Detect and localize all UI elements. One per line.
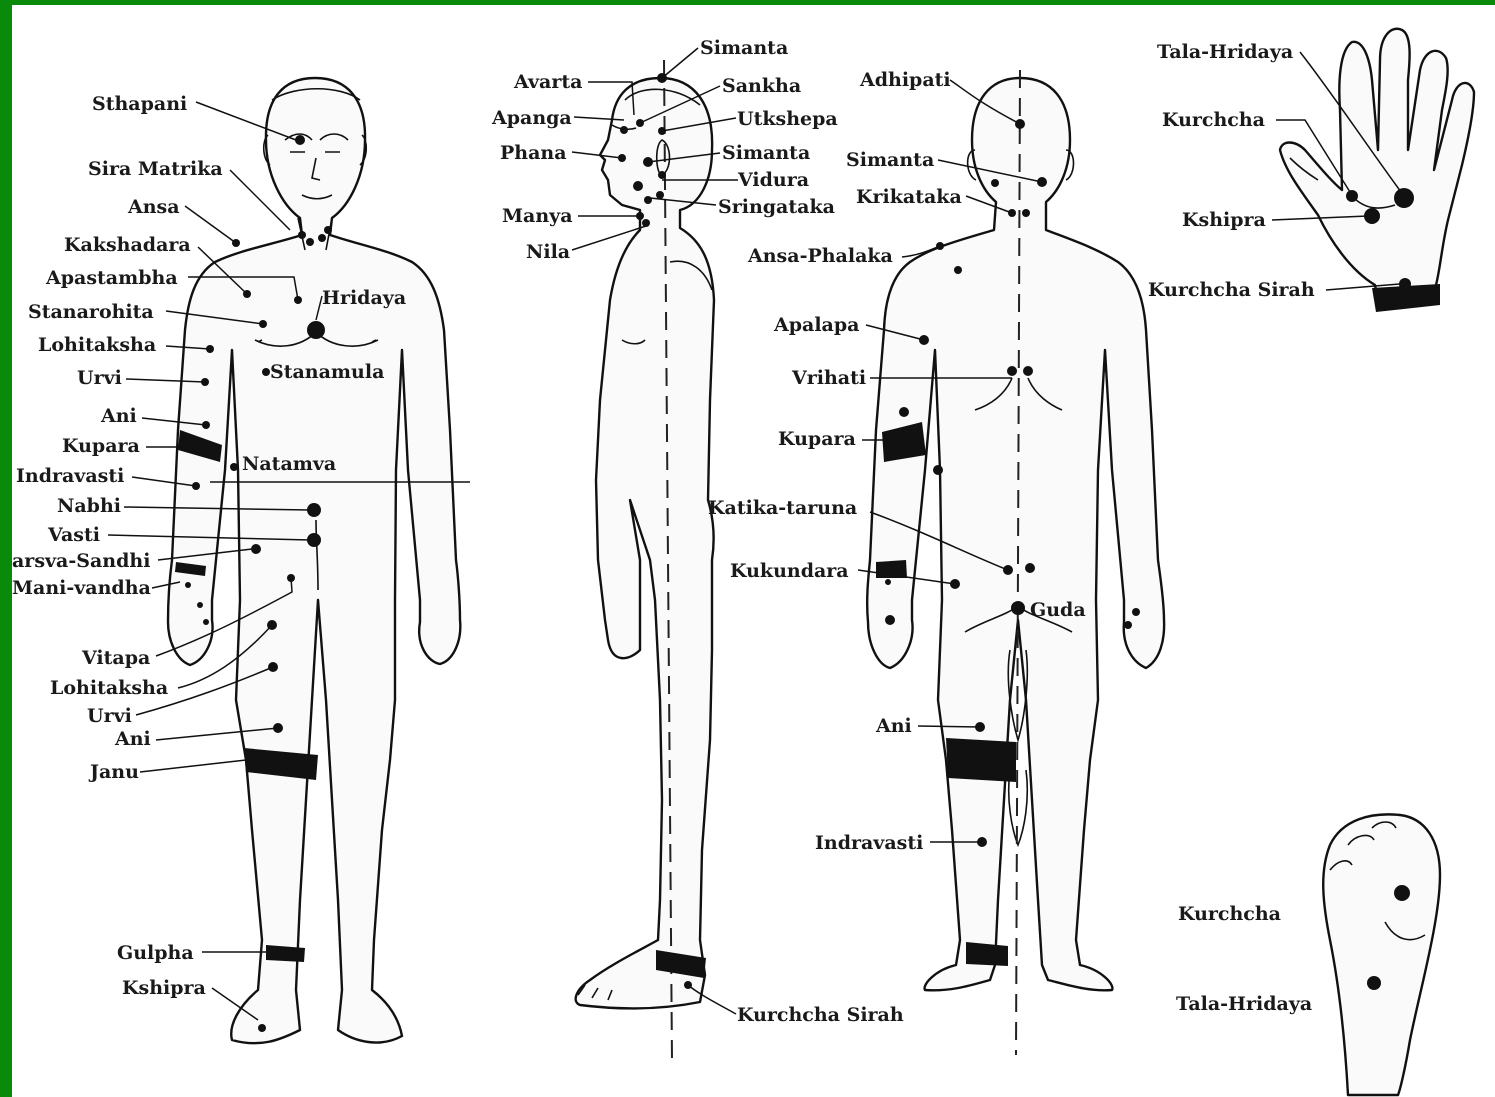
label-manya: Manya: [502, 205, 573, 227]
label-janu: Janu: [88, 761, 139, 783]
label-apastambha: Apastambha: [45, 267, 178, 289]
label-apalapa: Apalapa: [773, 314, 859, 336]
label-mani-vandha: Mani-vandha: [12, 577, 151, 599]
label-vitapa: Vitapa: [81, 647, 150, 669]
label-kurchcha-sirah-side: Kurchcha Sirah: [737, 1004, 904, 1026]
label-kupara-back: Kupara: [778, 428, 856, 450]
label-sthapani: Sthapani: [92, 93, 187, 115]
label-kurchcha-foot: Kurchcha: [1178, 903, 1281, 925]
label-vasti: Vasti: [47, 524, 100, 546]
label-kukundara: Kukundara: [730, 560, 849, 582]
label-tala-hridaya-foot: Tala-Hridaya: [1176, 993, 1312, 1015]
label-nabhi: Nabhi: [57, 495, 121, 517]
label-simanta-back: Simanta: [846, 149, 934, 171]
label-ani-leg: Ani: [114, 728, 151, 750]
label-stanamula: Stanamula: [270, 361, 384, 383]
label-hridaya: Hridaya: [322, 287, 406, 309]
label-vrihati: Vrihati: [791, 367, 866, 389]
label-indravasti-back: Indravasti: [815, 832, 923, 854]
label-kshipra-hand: Kshipra: [1182, 209, 1266, 231]
label-katika-taruna: Katika-taruna: [708, 497, 857, 519]
label-kshipra-foot: Kshipra: [122, 977, 206, 999]
label-simanta-side: Simanta: [722, 142, 810, 164]
label-sira-matrika: Sira Matrika: [88, 158, 223, 180]
label-ani-arm: Ani: [100, 405, 137, 427]
label-parsva-sandhi: arsva-Sandhi: [12, 550, 150, 572]
label-lohitaksha-leg: Lohitaksha: [50, 677, 168, 699]
label-gulpha: Gulpha: [117, 942, 194, 964]
label-kurchcha-hand: Kurchcha: [1162, 109, 1265, 131]
label-sankha: Sankha: [722, 75, 801, 97]
label-stanarohita: Stanarohita: [28, 301, 154, 323]
label-nila: Nila: [526, 241, 570, 263]
label-urvi-arm: Urvi: [77, 367, 122, 389]
label-natamva: Natamva: [242, 453, 336, 475]
label-adhipati: Adhipati: [859, 69, 951, 91]
label-apanga: Apanga: [491, 107, 572, 129]
label-indravasti-front: Indravasti: [16, 465, 124, 487]
label-phana: Phana: [500, 142, 567, 164]
label-ani-back: Ani: [875, 715, 912, 737]
label-guda: Guda: [1030, 599, 1086, 621]
label-urvi-leg: Urvi: [87, 705, 132, 727]
label-ansa-phalaka: Ansa-Phalaka: [747, 245, 893, 267]
label-krikataka: Krikataka: [856, 186, 962, 208]
label-avarta: Avarta: [513, 71, 582, 93]
label-kupara-front: Kupara: [62, 435, 140, 457]
label-kakshadara: Kakshadara: [64, 234, 191, 256]
label-lohitaksha-arm: Lohitaksha: [38, 334, 156, 356]
label-ansa: Ansa: [127, 196, 180, 218]
label-vidura: Vidura: [737, 169, 809, 191]
label-tala-hridaya-hand: Tala-Hridaya: [1157, 41, 1293, 63]
label-utkshepa: Utkshepa: [737, 108, 838, 130]
label-kurchcha-sirah-hand: Kurchcha Sirah: [1148, 279, 1315, 301]
label-sringataka: Sringataka: [718, 196, 835, 218]
label-simanta-top: Simanta: [700, 37, 788, 59]
